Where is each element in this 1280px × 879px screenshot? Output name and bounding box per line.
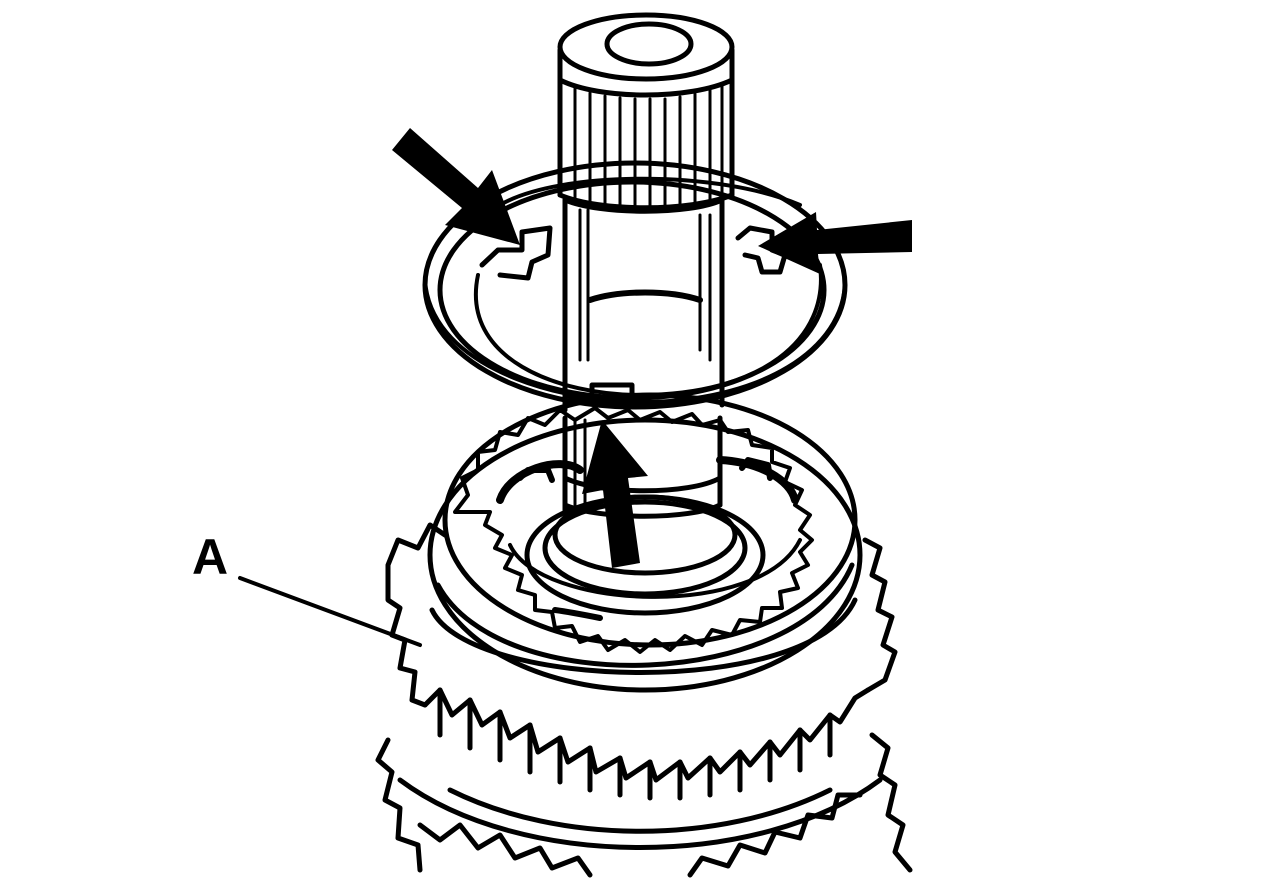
shaft-upper — [562, 197, 725, 413]
part-label-a: A — [192, 529, 229, 585]
shaft-lower — [562, 415, 723, 519]
lower-gear — [375, 732, 913, 878]
leader-line-a — [238, 576, 422, 647]
synchro-hub — [442, 392, 858, 654]
arrow-up — [582, 420, 648, 568]
arrow-right — [758, 212, 912, 274]
arrow-upper-left — [392, 128, 520, 245]
splined-shaft-end — [557, 12, 735, 211]
gear-a — [385, 417, 898, 801]
